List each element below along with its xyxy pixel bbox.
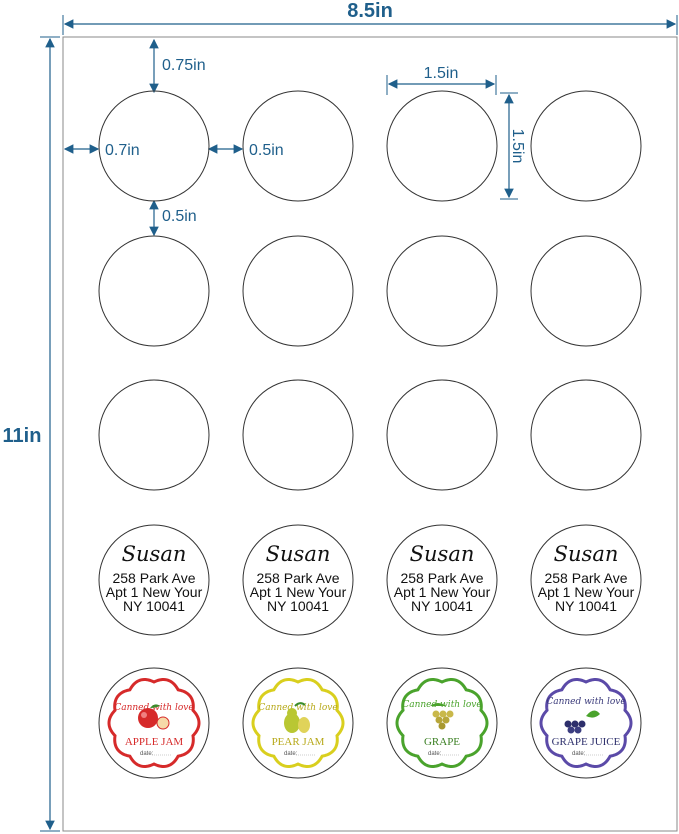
blank-label-circle [242, 235, 354, 347]
label-width-dimension: 1.5in [386, 65, 497, 95]
label-width-label: 1.5in [424, 65, 459, 82]
jam-title: PEAR JAM [272, 736, 325, 748]
jam-scallop-frame [539, 678, 633, 768]
label-height-label: 1.5in [509, 129, 526, 164]
pear-icon [284, 702, 310, 733]
address-line1: 258 Park Ave [112, 570, 195, 586]
label-height-dimension: 1.5in [500, 92, 526, 200]
address-line1: 258 Park Ave [400, 570, 483, 586]
sheet-height-dimension: 11in [0, 36, 60, 832]
blank-label-circle [386, 235, 498, 347]
address-label: Susan 258 Park Ave Apt 1 New Your NY 100… [386, 524, 498, 636]
address-name: Susan [554, 542, 619, 566]
address-name: Susan [122, 542, 187, 566]
address-line2: Apt 1 New Your [538, 584, 635, 600]
jam-label-pear: Canned with love PEAR JAM date: [242, 667, 354, 779]
jam-label-grape-juice: Canned with love GRAPE JUICE date: [530, 667, 642, 779]
address-line3: NY 10041 [555, 598, 617, 614]
sheet-width-dimension: 8.5in [62, 0, 678, 35]
address-line2: Apt 1 New Your [250, 584, 347, 600]
left-margin-dimension: 0.7in [63, 142, 140, 159]
jam-title: APPLE JAM [125, 736, 184, 748]
sheet-width-label: 8.5in [347, 0, 393, 22]
blank-label-circle [242, 379, 354, 491]
blank-label-circle [98, 90, 210, 202]
blank-label-circle [530, 90, 642, 202]
top-margin-label: 0.75in [162, 57, 206, 74]
jam-date-label: date: [284, 751, 298, 757]
address-line1: 258 Park Ave [544, 570, 627, 586]
jam-script-text: Canned with love [114, 703, 193, 713]
blank-labels [98, 90, 642, 491]
jam-script-text: Canned with love [546, 697, 625, 707]
vertical-gap-label: 0.5in [162, 208, 197, 225]
horizontal-gap-label: 0.5in [249, 142, 284, 159]
apple-icon [138, 704, 170, 730]
address-labels: Susan 258 Park Ave Apt 1 New Your NY 100… [98, 524, 642, 636]
sheet-height-label: 11in [3, 425, 42, 447]
address-label: Susan 258 Park Ave Apt 1 New Your NY 100… [242, 524, 354, 636]
address-line2: Apt 1 New Your [394, 584, 491, 600]
vertical-gap-dimension: 0.5in [149, 199, 197, 237]
jam-label-grape: Canned with love GRAPE date: [386, 667, 498, 779]
blank-label-circle [530, 235, 642, 347]
left-margin-label: 0.7in [105, 142, 140, 159]
dark-grape-icon [564, 710, 600, 734]
address-name: Susan [410, 542, 475, 566]
address-line3: NY 10041 [123, 598, 185, 614]
jam-date-label: date: [572, 751, 586, 757]
jam-labels: Canned with love APPLE JAM date: Canned … [98, 667, 642, 779]
horizontal-gap-dimension: 0.5in [207, 142, 284, 159]
jam-date-label: date: [140, 751, 154, 757]
blank-label-circle [386, 379, 498, 491]
jam-date-label: date: [428, 751, 442, 757]
blank-label-circle [386, 90, 498, 202]
address-line3: NY 10041 [411, 598, 473, 614]
address-line1: 258 Park Ave [256, 570, 339, 586]
address-label: Susan 258 Park Ave Apt 1 New Your NY 100… [530, 524, 642, 636]
grape-icon [430, 703, 454, 730]
jam-title: GRAPE [424, 736, 460, 748]
jam-label-apple: Canned with love APPLE JAM date: [98, 667, 210, 779]
top-margin-dimension: 0.75in [149, 38, 206, 94]
blank-label-circle [98, 235, 210, 347]
address-line2: Apt 1 New Your [106, 584, 203, 600]
address-name: Susan [266, 542, 331, 566]
address-label: Susan 258 Park Ave Apt 1 New Your NY 100… [98, 524, 210, 636]
blank-label-circle [530, 379, 642, 491]
address-line3: NY 10041 [267, 598, 329, 614]
jam-script-text: Canned with love [258, 703, 337, 713]
jam-title: GRAPE JUICE [552, 736, 621, 748]
blank-label-circle [242, 90, 354, 202]
blank-label-circle [98, 379, 210, 491]
